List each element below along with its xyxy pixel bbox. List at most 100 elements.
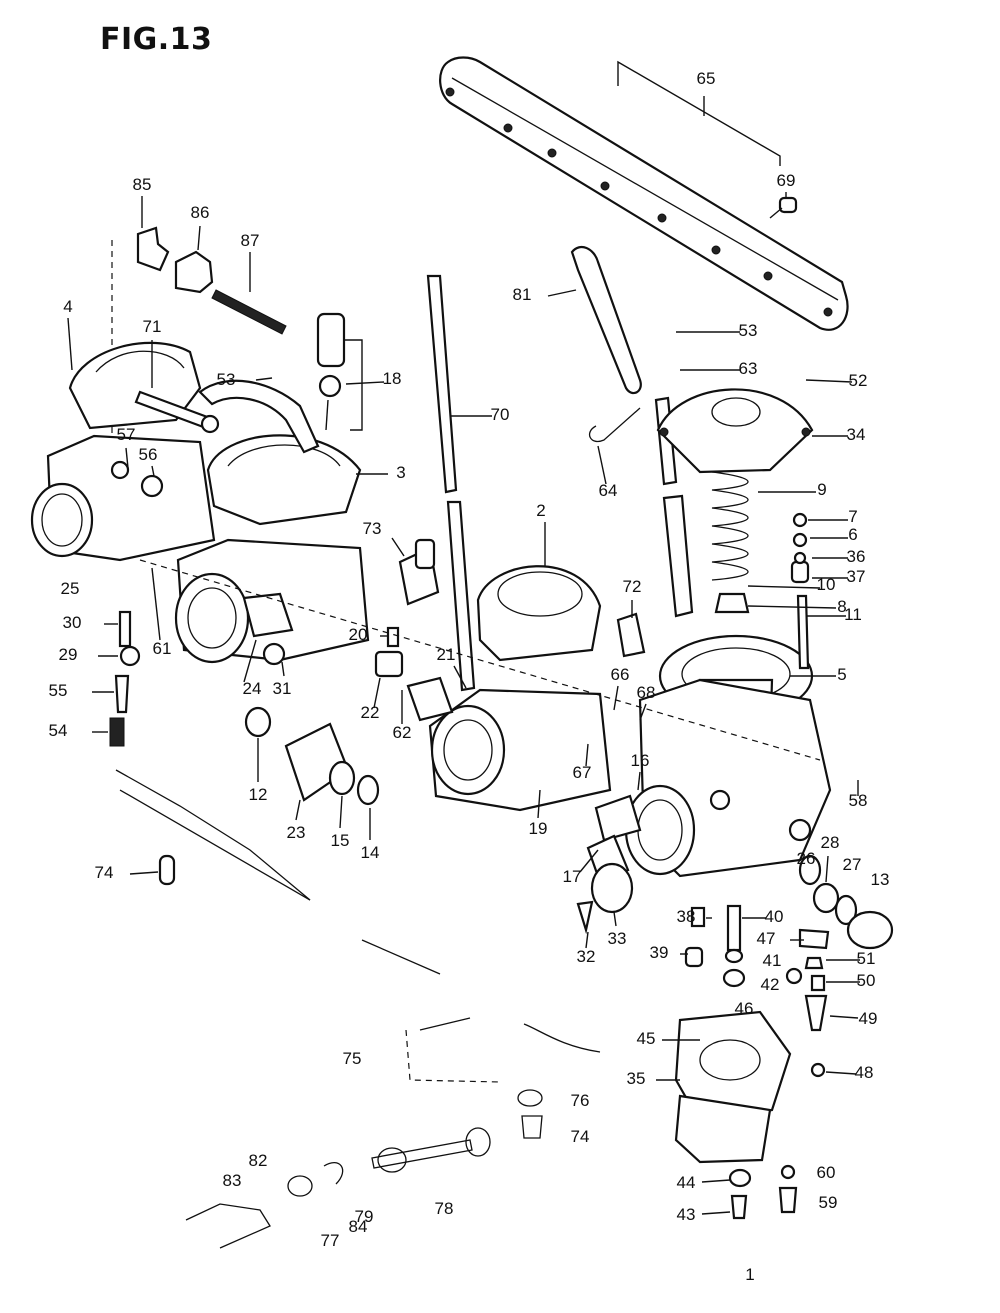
callout-16: 16 [631, 751, 650, 770]
callout-84: 84 [349, 1217, 368, 1236]
callout-41: 41 [763, 951, 782, 970]
callout-8: 8 [837, 597, 846, 616]
callout-51: 51 [857, 949, 876, 968]
callout-65: 65 [697, 69, 716, 88]
callout-54: 54 [49, 721, 68, 740]
callout-49: 49 [859, 1009, 878, 1028]
callout-15: 15 [331, 831, 350, 850]
callout-33: 33 [608, 929, 627, 948]
leader-line-61 [151, 567, 161, 641]
callout-61: 61 [153, 639, 172, 658]
callout-7: 7 [848, 507, 857, 526]
top-cover-34 [656, 388, 814, 474]
leader-line-21 [453, 665, 467, 689]
callout-81: 81 [513, 285, 532, 304]
leader-line-8 [747, 605, 837, 609]
callout-87: 87 [241, 231, 260, 250]
leader-line-73 [391, 537, 405, 557]
callout-46: 46 [735, 999, 754, 1018]
callout-3: 3 [396, 463, 405, 482]
leader-line-68 [639, 703, 647, 721]
callout-48: 48 [855, 1063, 874, 1082]
callout-25: 25 [61, 579, 80, 598]
callout-12: 12 [249, 785, 268, 804]
leader-line-10 [747, 585, 821, 589]
leader-line-31 [281, 661, 285, 677]
leader-line-22 [373, 677, 381, 709]
callout-31: 31 [273, 679, 292, 698]
callout-53: 53 [217, 370, 236, 389]
leader-line-67 [585, 743, 589, 767]
leader-line-52 [805, 379, 853, 383]
callout-5: 5 [837, 665, 846, 684]
callout-78: 78 [435, 1199, 454, 1218]
callout-19: 19 [529, 819, 548, 838]
callout-45: 45 [637, 1029, 656, 1048]
callout-77: 77 [321, 1231, 340, 1250]
carburetor-1 [624, 678, 832, 878]
callout-34: 34 [847, 425, 866, 444]
callout-56: 56 [139, 445, 158, 464]
callout-76: 76 [571, 1091, 590, 1110]
callout-70: 70 [491, 405, 510, 424]
leader-line-48 [825, 1071, 857, 1075]
callout-69: 69 [777, 171, 796, 190]
carburetor-2 [406, 565, 612, 812]
callout-44: 44 [677, 1173, 696, 1192]
spring-9 [711, 471, 749, 581]
callout-2: 2 [536, 501, 545, 520]
leader-line-32 [585, 931, 589, 949]
leader-line-23 [295, 799, 301, 821]
callout-42: 42 [761, 975, 780, 994]
leader-line-24 [243, 639, 257, 683]
callout-79: 79 [355, 1207, 374, 1226]
callout-64: 64 [599, 481, 618, 500]
callout-73: 73 [363, 519, 382, 538]
leader-line-43 [701, 1211, 731, 1215]
carburetor-3 [174, 434, 370, 664]
callout-52: 52 [849, 371, 868, 390]
leader-line-17 [579, 849, 599, 873]
callout-28: 28 [821, 833, 840, 852]
leader-line-53 [255, 377, 273, 381]
float-bowl-35 [674, 1010, 792, 1164]
leader-line-15 [339, 795, 343, 829]
callout-58: 58 [849, 791, 868, 810]
callout-82: 82 [249, 1151, 268, 1170]
leader-line-28 [825, 855, 829, 883]
callout-71: 71 [143, 317, 162, 336]
callout-21: 21 [437, 645, 456, 664]
leader-line-56 [151, 465, 155, 477]
leader-line-57 [125, 447, 129, 469]
leader-line-74 [129, 871, 159, 875]
leader-line-16 [637, 771, 641, 791]
callout-6: 6 [848, 525, 857, 544]
leader-line-64 [597, 445, 607, 485]
callout-24: 24 [243, 679, 262, 698]
callout-37: 37 [847, 567, 866, 586]
callout-36: 36 [847, 547, 866, 566]
callout-72: 72 [623, 577, 642, 596]
leader-line-44 [701, 1179, 731, 1183]
callout-67: 67 [573, 763, 592, 782]
callout-29: 29 [59, 645, 78, 664]
leader-line-86 [197, 225, 201, 251]
pilot-screw-71 [134, 390, 220, 434]
callout-59: 59 [819, 1193, 838, 1212]
callout-35: 35 [627, 1069, 646, 1088]
callout-53: 53 [739, 321, 758, 340]
figure-title: FIG.13 [100, 22, 213, 57]
callout-14: 14 [361, 843, 380, 862]
callout-10: 10 [817, 575, 836, 594]
callout-13: 13 [871, 870, 890, 889]
callout-75: 75 [343, 1049, 362, 1068]
callout-62: 62 [393, 723, 412, 742]
callout-18: 18 [383, 369, 402, 388]
intake-manifold-bar [439, 56, 849, 331]
callout-38: 38 [677, 907, 696, 926]
callout-55: 55 [49, 681, 68, 700]
callout-68: 68 [637, 683, 656, 702]
callout-85: 85 [133, 175, 152, 194]
